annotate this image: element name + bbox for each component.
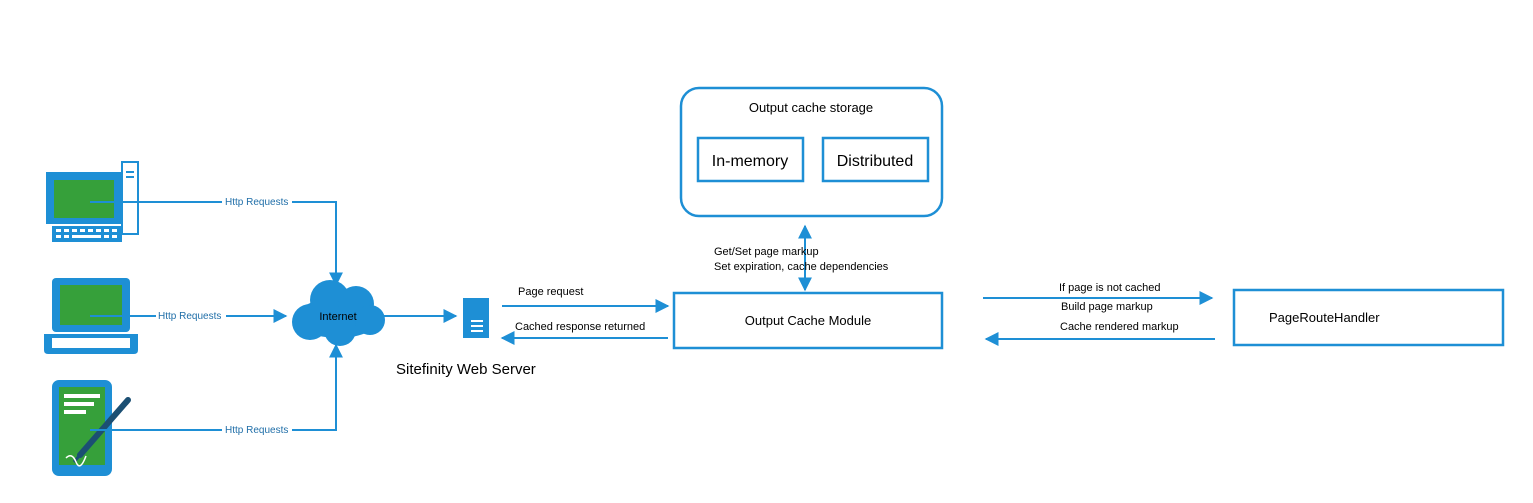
storage-link-label-1: Get/Set page markup bbox=[714, 246, 819, 258]
in-memory-box bbox=[696, 136, 805, 183]
handler-link-label-3: Cache rendered markup bbox=[1060, 321, 1179, 333]
handler-link-label-1: If page is not cached bbox=[1059, 282, 1161, 294]
cloud-icon bbox=[292, 280, 385, 346]
output-cache-module-label: Output Cache Module bbox=[745, 313, 871, 328]
tablet-request-link bbox=[90, 343, 343, 431]
desktop-request-label: Http Requests bbox=[225, 197, 288, 208]
distributed-box bbox=[821, 136, 930, 183]
storage-link-label-2: Set expiration, cache dependencies bbox=[714, 261, 889, 273]
laptop-request-label: Http Requests bbox=[158, 311, 221, 322]
distributed-label: Distributed bbox=[837, 153, 913, 170]
laptop-icon bbox=[44, 278, 138, 354]
page-route-handler-label: PageRouteHandler bbox=[1269, 310, 1380, 325]
cached-response-label: Cached response returned bbox=[515, 321, 645, 333]
tablet-request-label: Http Requests bbox=[225, 425, 288, 436]
output-cache-storage-box bbox=[679, 86, 944, 218]
web-server-label: Sitefinity Web Server bbox=[396, 361, 536, 378]
tablet-pen-icon bbox=[52, 380, 131, 476]
desktop-computer-icon bbox=[46, 161, 139, 242]
output-cache-module-box bbox=[672, 291, 944, 350]
page-route-handler-box bbox=[1232, 288, 1505, 347]
in-memory-label: In-memory bbox=[712, 153, 788, 170]
internet-label: Internet bbox=[319, 311, 356, 323]
page-request-label: Page request bbox=[518, 286, 583, 298]
server-icon bbox=[463, 298, 489, 338]
handler-link-label-2: Build page markup bbox=[1061, 301, 1153, 313]
desktop-request-link bbox=[90, 201, 343, 287]
output-cache-storage-title: Output cache storage bbox=[749, 100, 873, 115]
